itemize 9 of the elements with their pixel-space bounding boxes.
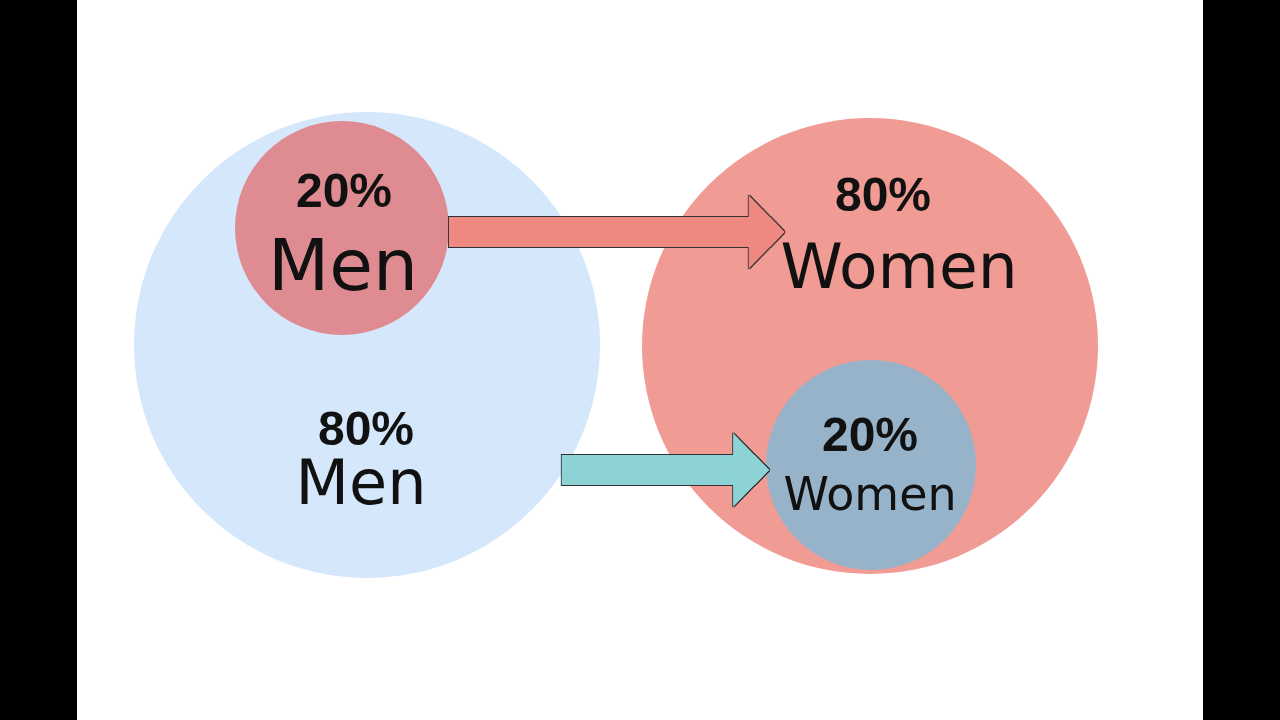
group-label: Women xyxy=(783,471,957,517)
block-arrow xyxy=(448,195,785,269)
group-label: Men xyxy=(268,229,418,301)
group-label: Women xyxy=(780,234,1018,298)
percentage-label: 20% xyxy=(295,167,393,215)
percentage-label: 20% xyxy=(821,411,919,459)
percentage-label: 80% xyxy=(317,405,415,453)
percentage-label: 80% xyxy=(834,171,932,219)
group-label: Men xyxy=(295,452,427,514)
